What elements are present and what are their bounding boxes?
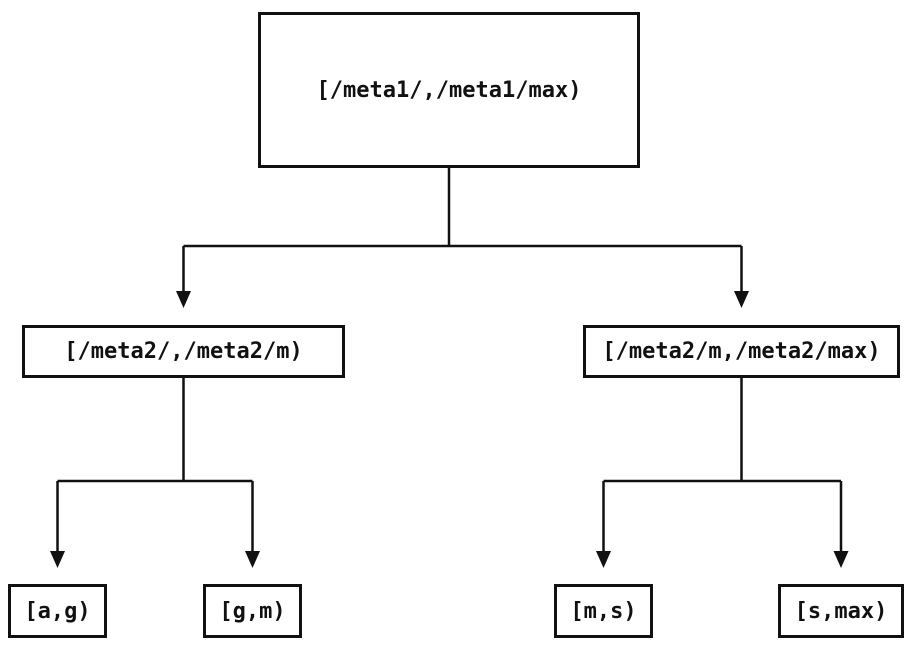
arrow-down-icon <box>245 551 260 568</box>
node-right-child: [/meta2/m,/meta2/max) <box>583 325 900 378</box>
node-left-child-label: [/meta2/,/meta2/m) <box>64 339 303 364</box>
node-leaf-smax: [s,max) <box>778 584 904 638</box>
arrow-down-icon <box>833 551 849 568</box>
node-right-child-label: [/meta2/m,/meta2/max) <box>602 339 881 364</box>
node-leaf-smax-label: [s,max) <box>794 598 888 624</box>
arrow-down-icon <box>176 291 191 308</box>
arrow-down-icon <box>596 551 611 568</box>
node-leaf-ms: [m,s) <box>554 584 653 638</box>
node-leaf-ag-label: [a,g) <box>24 598 91 624</box>
arrow-down-icon <box>50 551 65 568</box>
node-left-child: [/meta2/,/meta2/m) <box>22 325 345 378</box>
node-leaf-ms-label: [m,s) <box>570 598 637 624</box>
node-root-label: [/meta1/,/meta1/max) <box>316 77 582 103</box>
node-leaf-ag: [a,g) <box>8 584 107 638</box>
arrow-down-icon <box>734 291 749 308</box>
node-leaf-gm-label: [g,m) <box>219 598 286 624</box>
node-leaf-gm: [g,m) <box>203 584 302 638</box>
node-root: [/meta1/,/meta1/max) <box>258 12 640 168</box>
